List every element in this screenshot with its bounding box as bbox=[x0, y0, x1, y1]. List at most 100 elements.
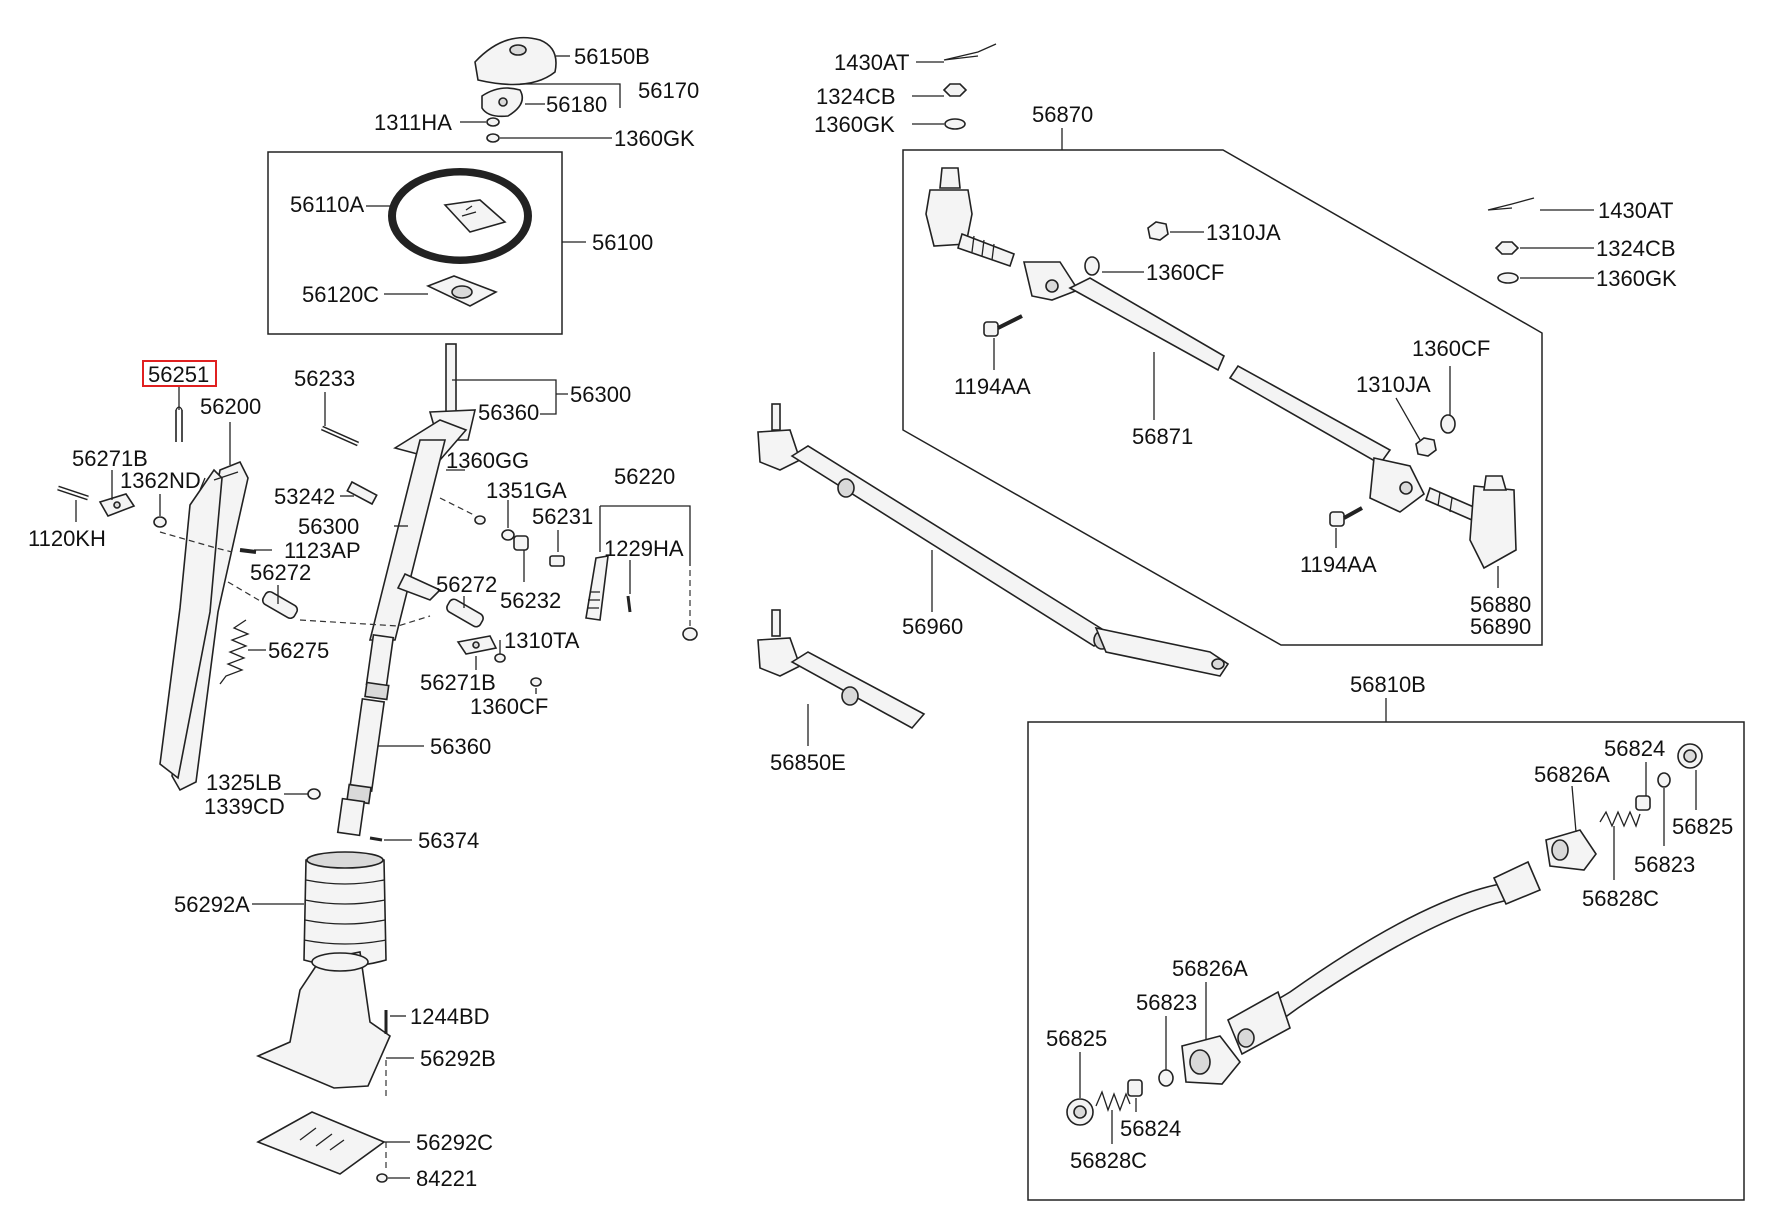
label-56271B-right: 56271B bbox=[420, 670, 496, 695]
label-56272-right: 56272 bbox=[436, 572, 497, 597]
label-56960: 56960 bbox=[902, 614, 963, 639]
label-56850E: 56850E bbox=[770, 750, 846, 775]
socket-56826A-mid-part bbox=[1181, 1035, 1242, 1085]
label-56272-left: 56272 bbox=[250, 560, 311, 585]
bolt-1194AA-top-part bbox=[983, 314, 1023, 337]
leader-56220 bbox=[599, 505, 691, 566]
label-56251: 56251 bbox=[148, 362, 209, 387]
plug-56824-top-part bbox=[1635, 795, 1651, 811]
nut-1310JA-right-part bbox=[1415, 437, 1437, 457]
leader-56826A-top bbox=[1571, 785, 1577, 833]
label-1120KH: 1120KH bbox=[28, 526, 106, 551]
steering-wheel-part bbox=[388, 168, 532, 264]
label-1360GK-mid: 1360GK bbox=[814, 112, 895, 137]
cap-56825-right-part bbox=[1677, 743, 1703, 769]
nut-1324CB-right-part bbox=[1494, 241, 1520, 255]
washer-56823-left-part bbox=[1158, 1069, 1174, 1087]
collar-56272-right-part bbox=[446, 598, 484, 628]
label-56870: 56870 bbox=[1032, 102, 1093, 127]
label-1360CF-right: 1360CF bbox=[1412, 336, 1490, 361]
assembly-line-3 bbox=[439, 497, 475, 516]
label-56871: 56871 bbox=[1132, 424, 1193, 449]
washer-1360CF-low-part bbox=[530, 677, 542, 687]
washer-1360CF-top-part bbox=[1084, 256, 1100, 276]
label-56232: 56232 bbox=[500, 588, 561, 613]
label-1194AA-top: 1194AA bbox=[954, 374, 1031, 399]
label-1360GG: 1360GG bbox=[446, 448, 529, 473]
boot-56292A-part bbox=[303, 851, 387, 967]
label-56824-top: 56824 bbox=[1604, 736, 1665, 761]
nut-1311HA-part bbox=[486, 117, 500, 127]
label-56890: 56890 bbox=[1470, 614, 1531, 639]
spring-56828C-bottom-part bbox=[1095, 1090, 1131, 1112]
label-56220: 56220 bbox=[614, 464, 675, 489]
label-84221: 84221 bbox=[416, 1166, 477, 1191]
bolt-56231-part bbox=[549, 555, 565, 567]
steering-wheel-group-box bbox=[267, 151, 563, 335]
leader-56170 bbox=[520, 83, 621, 108]
wheel-hub-part bbox=[425, 275, 498, 307]
screw-1123AP-part bbox=[239, 548, 257, 554]
label-56200: 56200 bbox=[200, 394, 261, 419]
bolt-56374-part bbox=[369, 836, 383, 842]
intermediate-shaft-part bbox=[336, 633, 395, 837]
cap-56825-left-part bbox=[1066, 1098, 1094, 1126]
label-1324CB-right: 1324CB bbox=[1596, 236, 1676, 261]
steering-column-part bbox=[368, 343, 477, 641]
plate-56292C-part bbox=[256, 1111, 386, 1175]
label-56825-left: 56825 bbox=[1046, 1026, 1107, 1051]
washer-1360GK-part bbox=[486, 133, 500, 143]
leader-56300-right bbox=[452, 379, 568, 415]
label-56360-low: 56360 bbox=[430, 734, 491, 759]
label-56826A-mid: 56826A bbox=[1172, 956, 1248, 981]
cap-part bbox=[682, 627, 698, 641]
tie-rod-end-right-part bbox=[1425, 475, 1517, 570]
pin-56251-part bbox=[175, 406, 183, 442]
nut-1310TA-part bbox=[494, 653, 506, 663]
link-56850E-part bbox=[757, 609, 926, 730]
label-56292C: 56292C bbox=[416, 1130, 493, 1155]
spring-56275-part bbox=[219, 619, 250, 685]
label-1430AT-right: 1430AT bbox=[1598, 198, 1673, 223]
collar-56272-left-part bbox=[261, 590, 299, 620]
horn-cover-part bbox=[474, 36, 557, 86]
label-1351GA: 1351GA bbox=[486, 478, 567, 503]
pin-53242-part bbox=[346, 480, 378, 506]
washer-1360CF-right-part bbox=[1440, 414, 1456, 434]
label-56180: 56180 bbox=[546, 92, 607, 117]
label-1362ND: 1362ND bbox=[120, 468, 201, 493]
label-56233: 56233 bbox=[294, 366, 355, 391]
label-56823-left: 56823 bbox=[1136, 990, 1197, 1015]
label-56823-right: 56823 bbox=[1634, 852, 1695, 877]
label-1360GK-right: 1360GK bbox=[1596, 266, 1677, 291]
label-1324CB-top: 1324CB bbox=[816, 84, 896, 109]
socket-56826A-top-part bbox=[1545, 829, 1597, 871]
label-56828C-bottom: 56828C bbox=[1070, 1148, 1147, 1173]
plug-56824-bottom-part bbox=[1127, 1079, 1143, 1097]
bracket-56271B-right-part bbox=[456, 635, 498, 655]
label-1430AT-top: 1430AT bbox=[834, 50, 909, 75]
washer-56823-right-part bbox=[1657, 772, 1671, 788]
nut-1325LB-part bbox=[307, 788, 321, 800]
label-56300-mid: 56300 bbox=[298, 514, 359, 539]
label-56300-right: 56300 bbox=[570, 382, 631, 407]
label-53242: 53242 bbox=[274, 484, 335, 509]
bracket-56271B-left-part bbox=[98, 493, 136, 517]
label-1360CF-low: 1360CF bbox=[470, 694, 548, 719]
label-1244BD: 1244BD bbox=[410, 1004, 490, 1029]
label-1310TA: 1310TA bbox=[504, 628, 580, 653]
label-56292B: 56292B bbox=[420, 1046, 496, 1071]
label-1360GK-top: 1360GK bbox=[614, 126, 695, 151]
shift-rod-part bbox=[1226, 860, 1542, 1056]
cotter-pin-1430AT-top-part bbox=[943, 43, 997, 61]
label-1325LB: 1325LB bbox=[206, 770, 282, 795]
tie-rod-group-box bbox=[902, 149, 1543, 646]
label-1194AA-bottom: 1194AA bbox=[1300, 552, 1377, 577]
bushing-56232-part bbox=[513, 535, 529, 551]
drag-link-56960-part bbox=[757, 403, 1230, 677]
nut-1324CB-top-part bbox=[942, 83, 968, 97]
bolt-1194AA-bottom-part bbox=[1329, 506, 1363, 527]
cotter-pin-1430AT-right-part bbox=[1487, 197, 1535, 211]
leader-1310JA-right bbox=[1395, 397, 1421, 441]
label-56825-right: 56825 bbox=[1672, 814, 1733, 839]
